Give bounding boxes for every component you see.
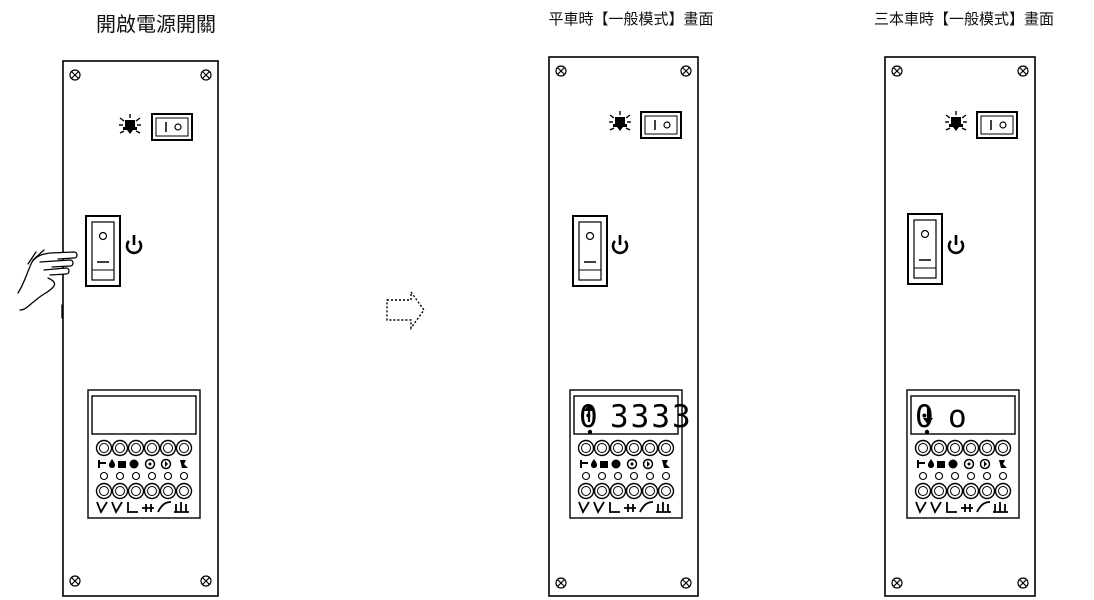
screw-icon bbox=[891, 577, 903, 589]
lamp-switch[interactable] bbox=[976, 111, 1018, 139]
screw-icon bbox=[69, 575, 81, 587]
operation-keypad bbox=[88, 390, 200, 518]
lamp-switch[interactable] bbox=[151, 113, 193, 141]
power-switch[interactable] bbox=[85, 215, 121, 287]
lcd-value: 3333 bbox=[610, 399, 693, 435]
screw-icon bbox=[680, 65, 692, 77]
power-switch[interactable] bbox=[572, 215, 608, 287]
screw-icon bbox=[891, 65, 903, 77]
screw-icon bbox=[200, 69, 212, 81]
arrow-down-icon bbox=[923, 407, 933, 425]
hand-pointer-icon bbox=[17, 249, 78, 319]
arrow-up-icon bbox=[584, 404, 594, 422]
lamp-switch[interactable] bbox=[640, 111, 682, 139]
screw-icon bbox=[680, 577, 692, 589]
power-switch[interactable] bbox=[907, 213, 943, 285]
caption-three-needle-normal-mode: 三本車時【一般模式】畫面 bbox=[873, 10, 1054, 28]
lcd-digit: 0 bbox=[915, 399, 936, 435]
screw-icon bbox=[1017, 577, 1029, 589]
caption-flat-machine-normal-mode: 平車時【一般模式】畫面 bbox=[548, 10, 714, 28]
screw-icon bbox=[1017, 65, 1029, 77]
screw-icon bbox=[200, 575, 212, 587]
caption-power-on: 開啟電源開關 bbox=[96, 12, 216, 36]
screw-icon bbox=[69, 69, 81, 81]
lcd-value: o bbox=[948, 399, 969, 435]
dotted-arrow-right-icon bbox=[386, 289, 425, 331]
control-panel-flat-machine: 0 3333 bbox=[548, 56, 699, 597]
screw-icon bbox=[555, 577, 567, 589]
control-panel-three-needle: 0 o bbox=[884, 56, 1036, 597]
control-panel-power-on bbox=[17, 60, 219, 597]
screw-icon bbox=[555, 65, 567, 77]
